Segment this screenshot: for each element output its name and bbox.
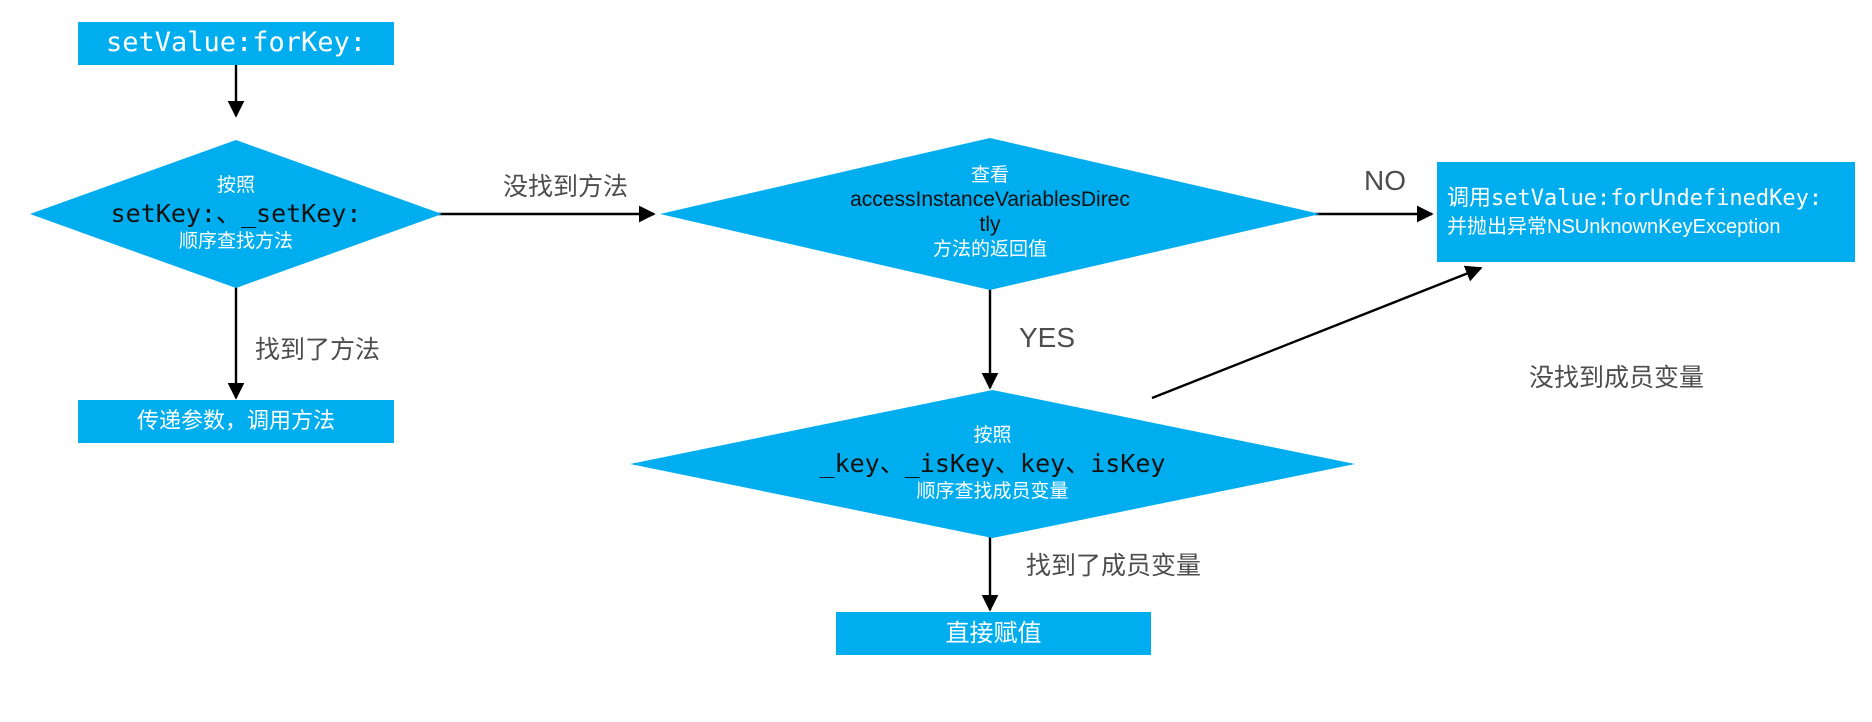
edge-label-no: NO bbox=[1364, 165, 1406, 196]
node-check-aivd-line3: tly bbox=[979, 213, 1001, 237]
node-find-ivar-line2: _key、_isKey、key、isKey bbox=[819, 448, 1166, 478]
node-assign[interactable]: 直接赋值 bbox=[836, 612, 1151, 655]
edge-label-yes: YES bbox=[1019, 322, 1076, 353]
node-find-setter-line3: 顺序查找方法 bbox=[178, 231, 293, 253]
edge-label-no-method-found: 没找到方法 bbox=[503, 173, 629, 201]
node-undefined-key-line1-prefix: 调用 bbox=[1447, 184, 1492, 210]
edge-find-ivar-to-undefined-key bbox=[1151, 265, 1483, 400]
node-find-ivar-line3: 顺序查找成员变量 bbox=[916, 481, 1069, 503]
node-call-method-label: 传递参数，调用方法 bbox=[136, 408, 335, 434]
node-call-method[interactable]: 传递参数，调用方法 bbox=[78, 400, 394, 443]
node-check-aivd-line4: 方法的返回值 bbox=[932, 238, 1047, 260]
node-check-aivd-line1: 查看 bbox=[970, 165, 1009, 187]
node-undefined-key[interactable]: 调用setValue:forUndefinedKey: 并抛出异常NSUnkno… bbox=[1437, 162, 1855, 262]
node-undefined-key-line1-code: setValue:forUndefinedKey: bbox=[1491, 185, 1823, 211]
edge-label-method-found: 找到了方法 bbox=[255, 336, 381, 364]
edge-label-ivar-found: 找到了成员变量 bbox=[1026, 552, 1202, 580]
node-start-label: setValue:forKey: bbox=[105, 27, 367, 59]
node-find-ivar-line1: 按照 bbox=[973, 425, 1012, 446]
node-start[interactable]: setValue:forKey: bbox=[78, 22, 394, 65]
node-check-aivd-line2: accessInstanceVariablesDirec bbox=[850, 188, 1130, 212]
node-find-setter-line1: 按照 bbox=[216, 175, 255, 196]
edge-label-ivar-not-found: 没找到成员变量 bbox=[1529, 364, 1705, 392]
node-undefined-key-line2: 并抛出异常NSUnknownKeyException bbox=[1447, 216, 1781, 239]
node-undefined-key-line1: 调用setValue:forUndefinedKey: bbox=[1447, 183, 1822, 214]
node-find-setter-line2: setKey:、_setKey: bbox=[110, 198, 362, 228]
node-assign-label: 直接赋值 bbox=[945, 619, 1042, 647]
